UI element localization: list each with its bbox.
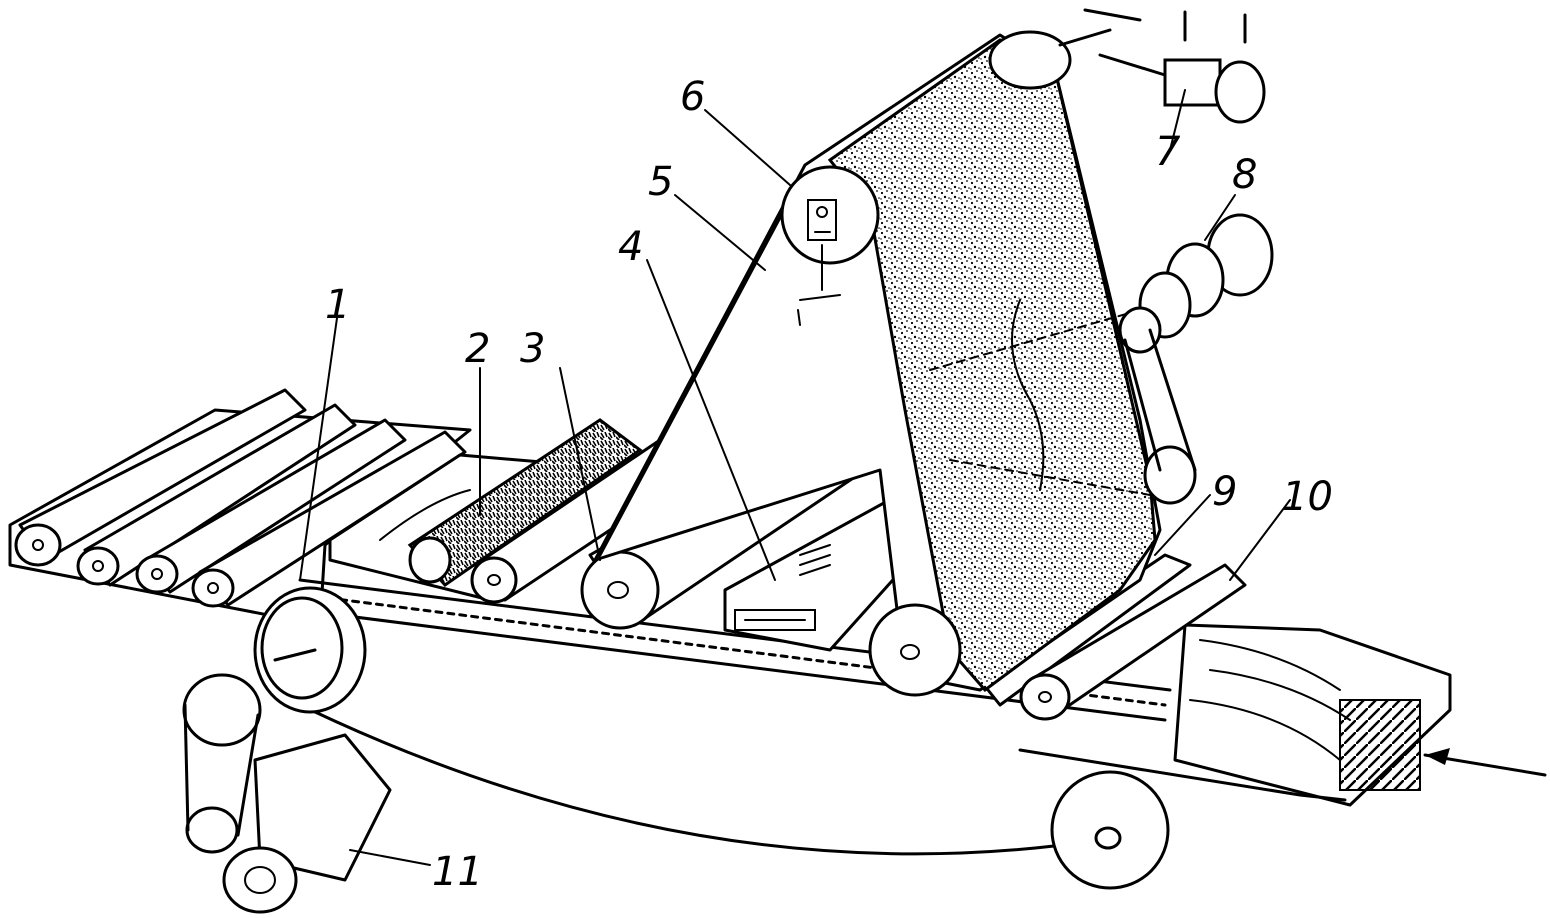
workpiece-board (1018, 623, 1452, 807)
callout-2: 2 (465, 326, 490, 372)
tension-cylinder (988, 8, 1266, 124)
tail-pulley (1050, 770, 1170, 890)
contact-drum (868, 603, 962, 697)
callout-5: 5 (648, 159, 673, 205)
feed-drive-motor (182, 648, 392, 914)
callout-9: 9 (1212, 469, 1237, 515)
callout-labels: 1 2 3 4 5 6 7 8 9 10 11 (325, 74, 1333, 895)
infeed-roller-table (8, 388, 472, 627)
sanding-belt (593, 33, 1162, 693)
belt-drive-motor (1118, 213, 1274, 505)
callout-6: 6 (680, 74, 705, 120)
callout-8: 8 (1232, 152, 1257, 198)
infeed-roller (191, 430, 467, 608)
callout-1: 1 (325, 282, 350, 328)
feed-direction-arrow (1423, 748, 1547, 777)
brush-roller (407, 418, 643, 587)
callout-4: 4 (618, 224, 643, 270)
callout-3: 3 (520, 326, 545, 372)
outfeed-roller (1019, 563, 1247, 721)
callout-7: 7 (1155, 129, 1181, 175)
idler-roller (780, 165, 880, 326)
infeed-roller (14, 388, 307, 567)
leader-lines (299, 89, 1291, 866)
callout-11: 11 (432, 849, 483, 895)
infeed-roller (135, 418, 407, 594)
drive-pulley (253, 586, 367, 714)
infeed-roller (76, 403, 357, 587)
callout-10: 10 (1282, 474, 1333, 520)
